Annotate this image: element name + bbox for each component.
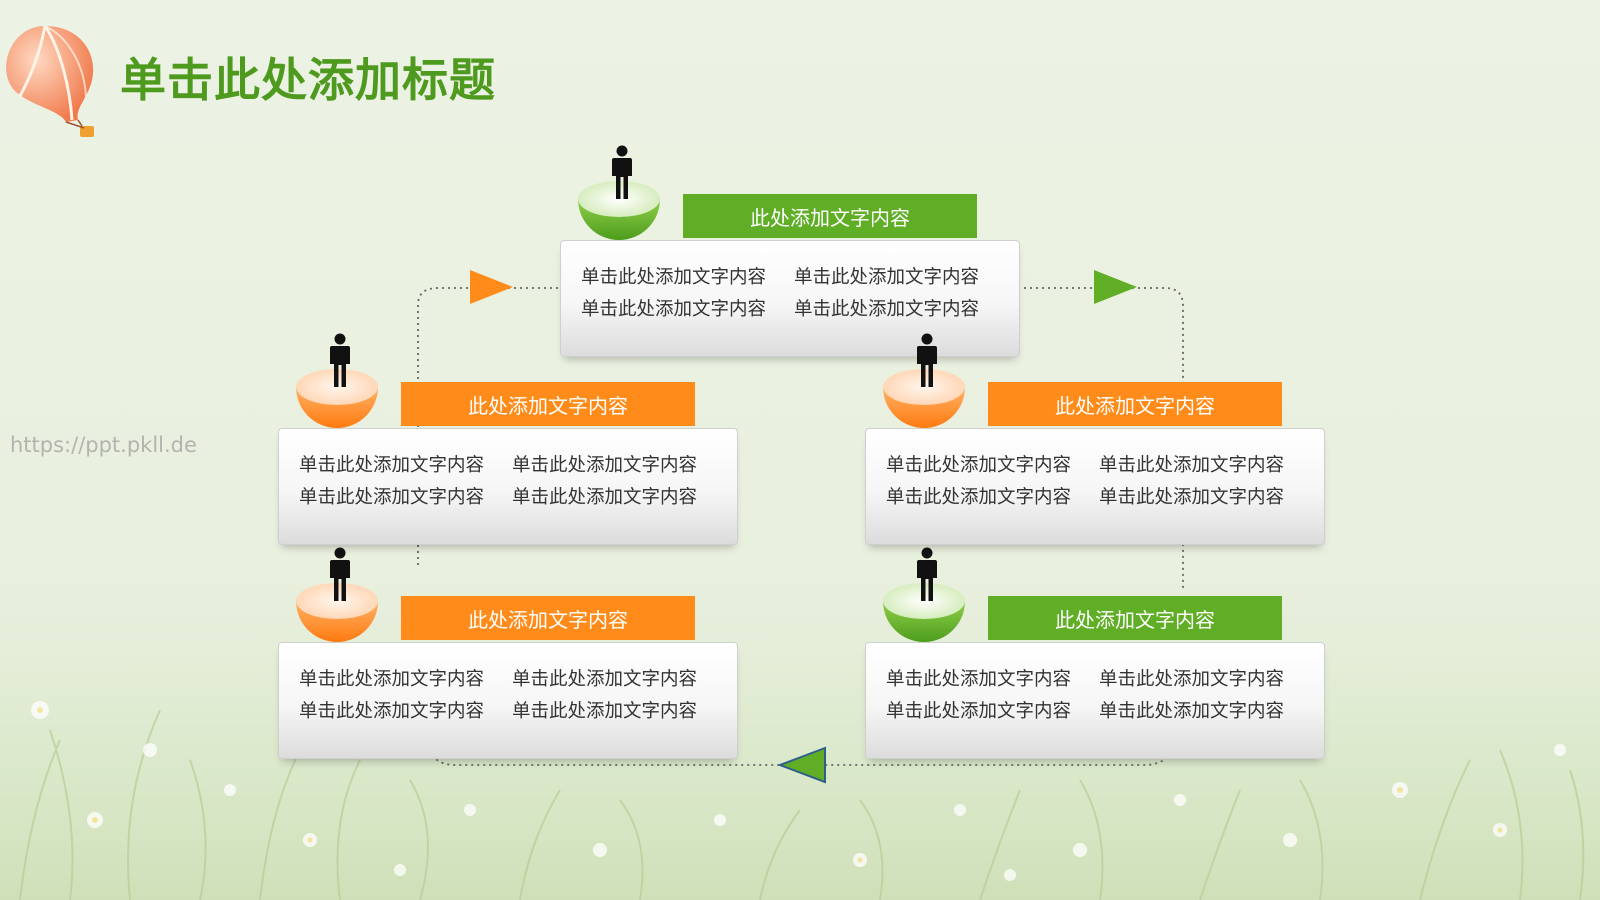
card-line: 单击此处添加文字内容 — [1099, 701, 1285, 722]
slide-title[interactable]: 单击此处添加标题 — [120, 53, 496, 107]
card-line: 单击此处添加文字内容 — [1099, 455, 1285, 476]
person-icon — [612, 145, 632, 199]
node-header[interactable]: 此处添加文字内容 — [988, 382, 1282, 426]
card-line: 单击此处添加文字内容 — [512, 487, 698, 508]
card-line: 单击此处添加文字内容 — [1099, 669, 1285, 690]
node-header[interactable]: 此处添加文字内容 — [683, 194, 977, 238]
content-card[interactable]: 单击此处添加文字内容 单击此处添加文字内容 单击此处添加文字内容 单击此处添加文… — [560, 240, 1020, 357]
content-card[interactable]: 单击此处添加文字内容 单击此处添加文字内容 单击此处添加文字内容 单击此处添加文… — [278, 428, 738, 545]
node-header[interactable]: 此处添加文字内容 — [988, 596, 1282, 640]
card-line: 单击此处添加文字内容 — [581, 299, 767, 320]
arrow-green-left-icon — [777, 746, 826, 784]
card-line: 单击此处添加文字内容 — [886, 669, 1072, 690]
person-icon — [917, 333, 937, 387]
card-text: 单击此处添加文字内容 单击此处添加文字内容 单击此处添加文字内容 单击此处添加文… — [299, 665, 729, 723]
process-node-mid-right: 单击此处添加文字内容 单击此处添加文字内容 单击此处添加文字内容 单击此处添加文… — [865, 333, 1325, 545]
person-icon — [330, 333, 350, 387]
process-node-mid-left: 单击此处添加文字内容 单击此处添加文字内容 单击此处添加文字内容 单击此处添加文… — [278, 333, 738, 545]
card-text: 单击此处添加文字内容 单击此处添加文字内容 单击此处添加文字内容 单击此处添加文… — [886, 451, 1316, 509]
arrow-green-right-icon — [1094, 270, 1137, 304]
card-line: 单击此处添加文字内容 — [299, 701, 485, 722]
node-header[interactable]: 此处添加文字内容 — [401, 382, 695, 426]
card-line: 单击此处添加文字内容 — [1099, 487, 1285, 508]
content-card[interactable]: 单击此处添加文字内容 单击此处添加文字内容 单击此处添加文字内容 单击此处添加文… — [278, 642, 738, 759]
card-line: 单击此处添加文字内容 — [886, 455, 1072, 476]
card-line: 单击此处添加文字内容 — [794, 267, 980, 288]
card-line: 单击此处添加文字内容 — [299, 487, 485, 508]
card-text: 单击此处添加文字内容 单击此处添加文字内容 单击此处添加文字内容 单击此处添加文… — [581, 263, 1011, 321]
card-line: 单击此处添加文字内容 — [299, 455, 485, 476]
card-line: 单击此处添加文字内容 — [512, 455, 698, 476]
card-line: 单击此处添加文字内容 — [512, 669, 698, 690]
card-line: 单击此处添加文字内容 — [512, 701, 698, 722]
connector-left-up — [417, 287, 560, 565]
connector-right-down — [1018, 287, 1184, 590]
person-icon — [330, 547, 350, 601]
process-node-bottom-right: 单击此处添加文字内容 单击此处添加文字内容 单击此处添加文字内容 单击此处添加文… — [865, 547, 1325, 759]
card-line: 单击此处添加文字内容 — [886, 701, 1072, 722]
hot-air-balloon-icon — [6, 25, 94, 137]
card-text: 单击此处添加文字内容 单击此处添加文字内容 单击此处添加文字内容 单击此处添加文… — [299, 451, 729, 509]
arrow-orange-right-icon — [470, 270, 513, 304]
person-icon — [917, 547, 937, 601]
node-header[interactable]: 此处添加文字内容 — [401, 596, 695, 640]
card-line: 单击此处添加文字内容 — [886, 487, 1072, 508]
content-card[interactable]: 单击此处添加文字内容 单击此处添加文字内容 单击此处添加文字内容 单击此处添加文… — [865, 642, 1325, 759]
card-text: 单击此处添加文字内容 单击此处添加文字内容 单击此处添加文字内容 单击此处添加文… — [886, 665, 1316, 723]
card-line: 单击此处添加文字内容 — [299, 669, 485, 690]
card-line: 单击此处添加文字内容 — [581, 267, 767, 288]
content-card[interactable]: 单击此处添加文字内容 单击此处添加文字内容 单击此处添加文字内容 单击此处添加文… — [865, 428, 1325, 545]
watermark-url: https://ppt.pkll.de — [10, 433, 197, 457]
process-node-bottom-left: 单击此处添加文字内容 单击此处添加文字内容 单击此处添加文字内容 单击此处添加文… — [278, 547, 738, 759]
process-node-top: 单击此处添加文字内容 单击此处添加文字内容 单击此处添加文字内容 单击此处添加文… — [560, 145, 1020, 357]
meadow-background — [0, 560, 1600, 900]
card-line: 单击此处添加文字内容 — [794, 299, 980, 320]
